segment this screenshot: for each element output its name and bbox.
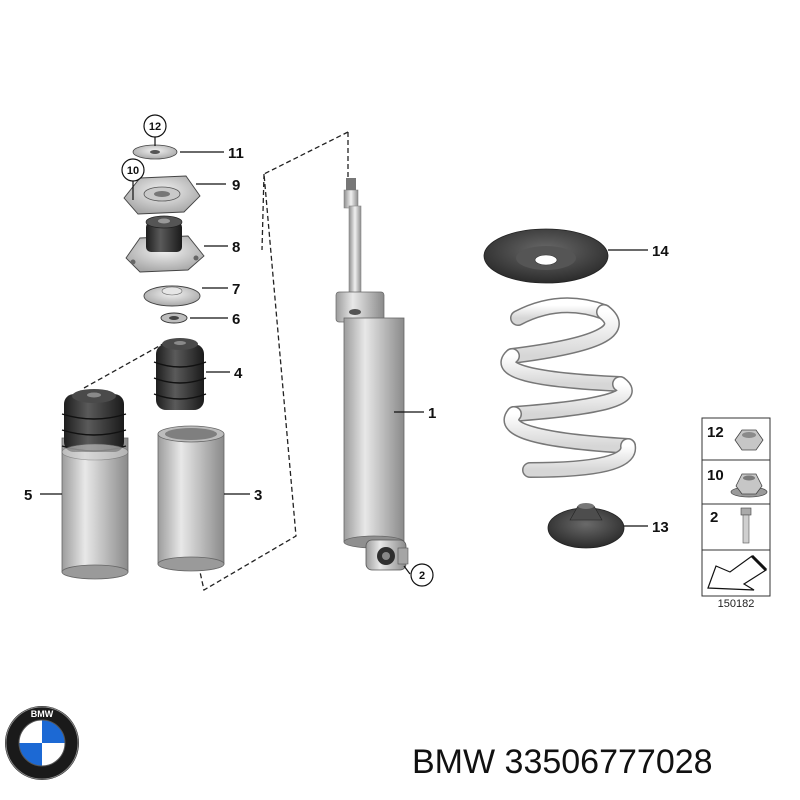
svg-text:12: 12 [149, 121, 161, 133]
callout-4: 4 [234, 365, 243, 382]
drawing-number: 150182 [718, 598, 755, 610]
coil-spring [500, 297, 637, 478]
legend-label-10: 10 [707, 467, 724, 484]
svg-text:2: 2 [419, 570, 425, 582]
part-8-strut-mount [125, 215, 205, 273]
fastener-legend: 12 10 2 [701, 417, 771, 597]
part-number: 33506777028 [504, 743, 713, 781]
callout-8: 8 [232, 239, 240, 256]
callout-2-badge: 2 [410, 563, 434, 587]
callout-13: 13 [652, 519, 669, 536]
brand-part-number: BMW 33506777028 [412, 737, 713, 787]
callout-5: 5 [24, 487, 32, 504]
hex-nut-12-icon [734, 429, 764, 451]
callout-11: 11 [228, 145, 244, 162]
callout-6: 6 [232, 311, 240, 328]
part-4-bump-stop [153, 338, 207, 410]
part-14-spring-pad [483, 228, 609, 284]
legend-label-12: 12 [707, 424, 724, 441]
callout-10-badge: 10 [121, 158, 145, 182]
part-6-washer [160, 312, 188, 324]
part-3-protection-tube [157, 425, 225, 572]
bolt-2-icon [740, 507, 752, 544]
bmw-logo-letters: BMW [31, 709, 54, 719]
callout-12-badge: 12 [143, 114, 167, 138]
callout-9: 9 [232, 177, 240, 194]
callout-3: 3 [254, 487, 262, 504]
brand-name: BMW [412, 743, 496, 781]
part-9-mount-plate [123, 175, 201, 215]
callout-1: 1 [428, 405, 436, 422]
svg-text:10: 10 [127, 165, 139, 177]
callout-7: 7 [232, 281, 240, 298]
direction-arrow-icon [704, 552, 768, 594]
hex-nut-10-icon [730, 473, 768, 498]
assembly-dashed-line [199, 131, 349, 592]
part-13-spring-pad [547, 503, 625, 549]
part-5-protection-tube [61, 389, 129, 580]
bmw-logo: BMW [5, 706, 79, 780]
callout-14: 14 [652, 243, 669, 260]
legend-label-2: 2 [710, 509, 718, 526]
part-1-shock-absorber [335, 178, 409, 571]
part-7-cap [143, 285, 201, 307]
part-12-washer [132, 144, 178, 160]
